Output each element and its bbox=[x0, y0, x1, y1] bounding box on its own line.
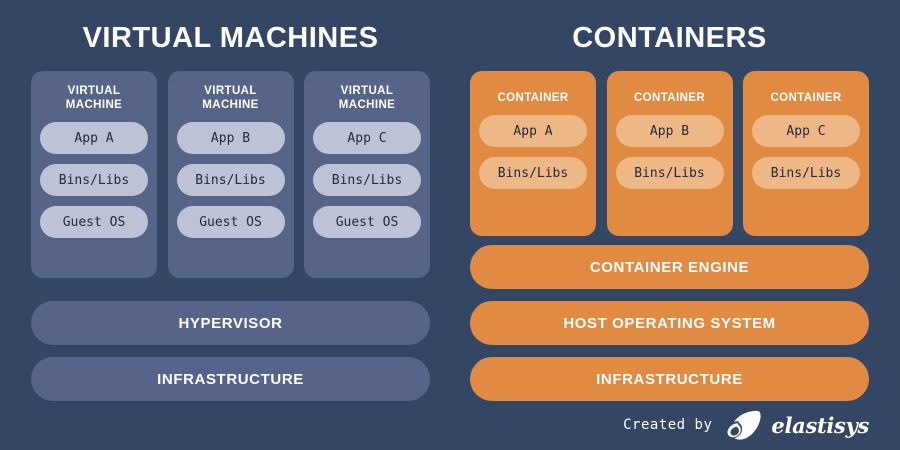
container-card-2-pill-stack: App B Bins/Libs bbox=[607, 115, 733, 190]
vm-card-3-pill-guestos[interactable]: Guest OS bbox=[313, 206, 421, 239]
vm-card-3-pill-stack: App C Bins/Libs Guest OS bbox=[304, 122, 430, 239]
vm-card-2-pill-guestos[interactable]: Guest OS bbox=[176, 206, 285, 239]
container-card-1-pill-binslibs[interactable]: Bins/Libs bbox=[479, 157, 587, 190]
elastisys-wordmark: elastisys bbox=[771, 412, 869, 438]
vm-card-2-label-line1: VIRTUAL bbox=[204, 85, 257, 97]
virtual-machine-card-1-label: VIRTUAL MACHINE bbox=[66, 84, 122, 112]
vm-card-1-pill-app[interactable]: App A bbox=[40, 122, 148, 155]
container-card-1-pill-app[interactable]: App A bbox=[479, 115, 587, 148]
vm-card-2-pill-stack: App B Bins/Libs Guest OS bbox=[168, 122, 294, 239]
vm-card-3-label-line2: MACHINE bbox=[338, 99, 396, 112]
container-engine-bar[interactable]: CONTAINER ENGINE bbox=[470, 245, 869, 289]
vm-card-2-label-line2: MACHINE bbox=[202, 99, 259, 112]
container-card-1-label: CONTAINER bbox=[497, 92, 569, 104]
vm-card-3-label-line1: VIRTUAL bbox=[340, 85, 394, 97]
container-card-3-pill-binslibs[interactable]: Bins/Libs bbox=[752, 157, 860, 190]
virtual-machine-card-2-label: VIRTUAL MACHINE bbox=[202, 84, 258, 112]
container-card-3[interactable]: CONTAINER App C Bins/Libs bbox=[743, 71, 869, 236]
virtual-machines-title: VIRTUAL MACHINES bbox=[82, 22, 379, 54]
vm-card-2-pill-binslibs[interactable]: Bins/Libs bbox=[176, 164, 285, 197]
virtual-machines-panel: VIRTUAL MACHINE App A Bins/Libs Guest OS… bbox=[31, 0, 430, 450]
container-card-1-pill-stack: App A Bins/Libs bbox=[470, 115, 596, 190]
vm-card-1-pill-binslibs[interactable]: Bins/Libs bbox=[40, 164, 148, 197]
container-card-3-label: CONTAINER bbox=[770, 92, 842, 104]
container-card-row: CONTAINER App A Bins/Libs CONTAINER App … bbox=[470, 71, 869, 236]
vm-card-3-pill-binslibs[interactable]: Bins/Libs bbox=[313, 164, 421, 197]
credit-line: Created by elastisys bbox=[623, 408, 869, 442]
elastisys-logo[interactable]: elastisys bbox=[724, 409, 869, 441]
vm-card-2-pill-app[interactable]: App B bbox=[176, 122, 285, 155]
credit-text: Created by bbox=[623, 417, 713, 433]
vm-card-1-pill-stack: App A Bins/Libs Guest OS bbox=[31, 122, 157, 239]
virtual-machine-card-row: VIRTUAL MACHINE App A Bins/Libs Guest OS… bbox=[31, 71, 430, 278]
container-card-1[interactable]: CONTAINER App A Bins/Libs bbox=[470, 71, 596, 236]
container-card-3-pill-app[interactable]: App C bbox=[752, 115, 860, 148]
container-infrastructure-bar[interactable]: INFRASTRUCTURE bbox=[470, 357, 869, 401]
container-card-3-pill-stack: App C Bins/Libs bbox=[743, 115, 869, 190]
container-card-2-pill-binslibs[interactable]: Bins/Libs bbox=[615, 157, 724, 190]
vm-infrastructure-bar[interactable]: INFRASTRUCTURE bbox=[31, 357, 430, 401]
vm-card-1-label-line2: MACHINE bbox=[65, 99, 123, 112]
containers-panel: CONTAINER App A Bins/Libs CONTAINER App … bbox=[470, 0, 869, 450]
hypervisor-bar[interactable]: HYPERVISOR bbox=[31, 301, 430, 345]
vm-card-1-label-line1: VIRTUAL bbox=[67, 85, 121, 97]
virtual-machine-card-1[interactable]: VIRTUAL MACHINE App A Bins/Libs Guest OS bbox=[31, 71, 157, 278]
virtual-machine-card-3[interactable]: VIRTUAL MACHINE App C Bins/Libs Guest OS bbox=[304, 71, 430, 278]
container-card-2-pill-app[interactable]: App B bbox=[615, 115, 724, 148]
containers-title: CONTAINERS bbox=[572, 22, 767, 54]
virtual-machine-card-2[interactable]: VIRTUAL MACHINE App B Bins/Libs Guest OS bbox=[167, 71, 294, 278]
container-card-2-label: CONTAINER bbox=[633, 92, 706, 104]
container-card-2[interactable]: CONTAINER App B Bins/Libs bbox=[606, 71, 733, 236]
vm-card-1-pill-guestos[interactable]: Guest OS bbox=[40, 206, 148, 239]
vm-card-3-pill-app[interactable]: App C bbox=[313, 122, 421, 155]
virtual-machine-card-3-label: VIRTUAL MACHINE bbox=[339, 84, 395, 112]
host-operating-system-bar[interactable]: HOST OPERATING SYSTEM bbox=[470, 301, 869, 345]
elastisys-wave-icon bbox=[725, 410, 762, 440]
